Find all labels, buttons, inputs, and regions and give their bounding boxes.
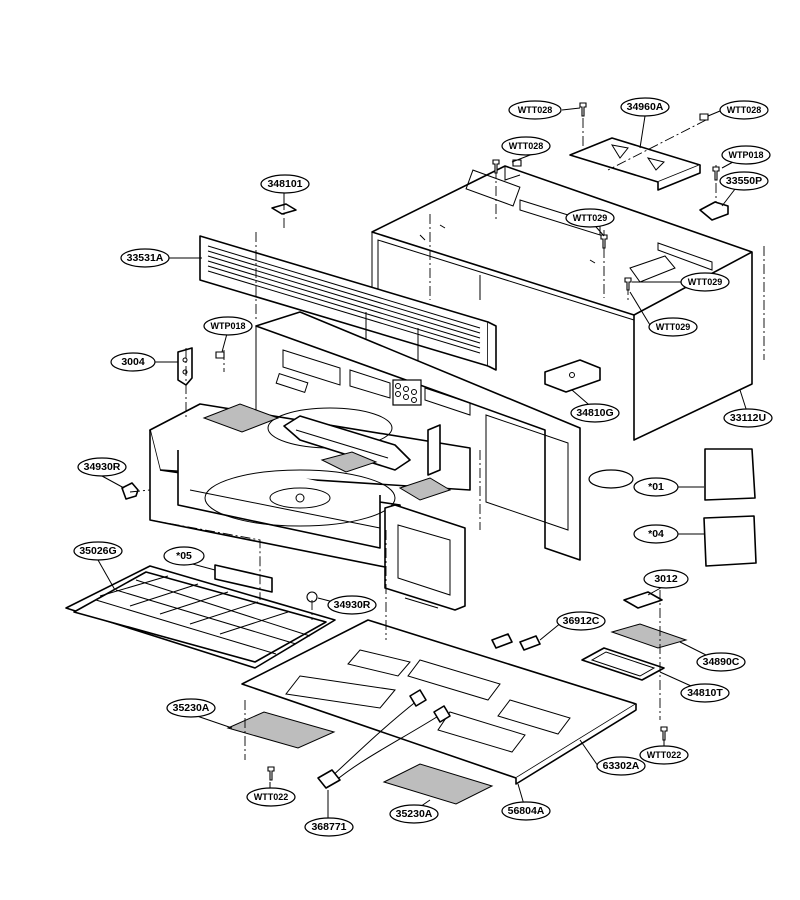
callout-label: 33531A (127, 252, 164, 264)
callout-label: 34890C (703, 656, 740, 668)
callout-34930r-left: 34930R (77, 457, 127, 477)
callout-label: WTT022 (254, 792, 289, 802)
callout-wtt028-top-left: WTT028 (508, 100, 562, 120)
callout-label: 3004 (121, 356, 145, 368)
callout-wtt029-c: WTT029 (648, 317, 698, 337)
callout-34930r-bottom: 34930R (327, 595, 377, 615)
bracket-3004 (177, 347, 193, 386)
oven-cavity (255, 311, 581, 561)
callout-33112u: 33112U (723, 408, 773, 428)
clip-34930r-left (121, 482, 139, 500)
top-bracket (569, 137, 701, 191)
callout-wtt029-a: WTT029 (565, 208, 615, 228)
screw-icon (600, 234, 608, 249)
power-cord (317, 689, 451, 789)
callout-34890c: 34890C (696, 652, 746, 672)
callout-wtt028-mid: WTT028 (501, 136, 551, 156)
callout-label: 34810G (576, 407, 613, 419)
small-bracket-33550p (699, 201, 729, 221)
callout-label: *04 (648, 528, 664, 540)
side-panel (384, 504, 466, 611)
callout-35230a-bottom: 35230A (389, 804, 439, 824)
cavity-frame (149, 403, 471, 571)
outer-case (371, 165, 753, 441)
callout-label: 56804A (508, 805, 545, 817)
callout-34960a: 34960A (620, 97, 670, 117)
callout-35230a-left: 35230A (166, 698, 216, 718)
callout-label: WTT028 (509, 141, 544, 151)
label-05 (214, 564, 318, 603)
callout-wtp018-left: WTP018 (203, 316, 253, 336)
screw-icon (579, 102, 587, 117)
callout-33550p: 33550P (719, 171, 769, 191)
switches-36912c (491, 633, 541, 651)
callout-wtp018-top: WTP018 (721, 145, 771, 165)
callout-label: 35230A (173, 702, 210, 714)
callout-34810t: 34810T (680, 683, 730, 703)
callout-label: 36912C (563, 615, 600, 627)
callout-wtt029-b: WTT029 (680, 272, 730, 292)
callout-04: *04 (633, 524, 679, 544)
callout-label: 33550P (726, 175, 762, 187)
lamp-parts (581, 591, 688, 681)
callout-label: 35026G (79, 545, 116, 557)
screw-icon (492, 159, 500, 174)
screw-icon (215, 351, 225, 359)
callout-label: WTT029 (573, 213, 608, 223)
callout-label: 3012 (654, 573, 678, 585)
callout-wtt028-top-right: WTT028 (719, 100, 769, 120)
bracket-34810g (544, 359, 601, 393)
screw-icon (712, 166, 720, 181)
callout-label: WTT029 (656, 322, 691, 332)
callout-label: WTP018 (210, 321, 245, 331)
screw-icon (699, 113, 709, 121)
assembly-guides (129, 118, 765, 760)
callout-label: *01 (648, 481, 664, 493)
callout-label: 34930R (84, 461, 121, 473)
callout-label: 33112U (730, 412, 766, 424)
callout-33531a: 33531A (120, 248, 170, 268)
callout-label: 368771 (311, 821, 346, 833)
callout-wtt022-right: WTT022 (639, 745, 689, 765)
callout-01: *01 (633, 477, 679, 497)
screws (215, 102, 720, 781)
screw-icon (624, 277, 632, 291)
callout-wtt022-left: WTT022 (246, 787, 296, 807)
callout-35026g: 35026G (73, 541, 123, 561)
callout-label: *05 (176, 550, 192, 562)
callout-label: WTT028 (727, 105, 762, 115)
callout-348101: 348101 (260, 174, 310, 194)
callout-label: 34960A (627, 101, 664, 113)
callout-05: *05 (163, 546, 205, 566)
screw-icon (660, 726, 668, 741)
callout-label: WTT022 (647, 750, 682, 760)
callout-label: 35230A (396, 808, 433, 820)
callout-label: 63302A (603, 760, 640, 772)
callout-34810g: 34810G (570, 403, 620, 423)
screw-icon (267, 766, 275, 781)
callout-label: WTT028 (518, 105, 553, 115)
callout-label: WTP018 (728, 150, 763, 160)
callout-56804a: 56804A (501, 801, 551, 821)
callout-3012: 3012 (643, 569, 689, 589)
callout-3004: 3004 (110, 352, 156, 372)
base-plate (241, 619, 637, 785)
callout-label: 34810T (687, 687, 723, 699)
wire-rack (65, 565, 336, 669)
label-sheets (588, 448, 757, 567)
callout-368771: 368771 (304, 817, 354, 837)
callout-label: WTT029 (688, 277, 723, 287)
callout-36912c: 36912C (556, 611, 606, 631)
grease-filters (226, 711, 494, 805)
callout-label: 348101 (267, 178, 302, 190)
callout-label: 34930R (334, 599, 371, 611)
callout-63302a: 63302A (596, 756, 646, 776)
